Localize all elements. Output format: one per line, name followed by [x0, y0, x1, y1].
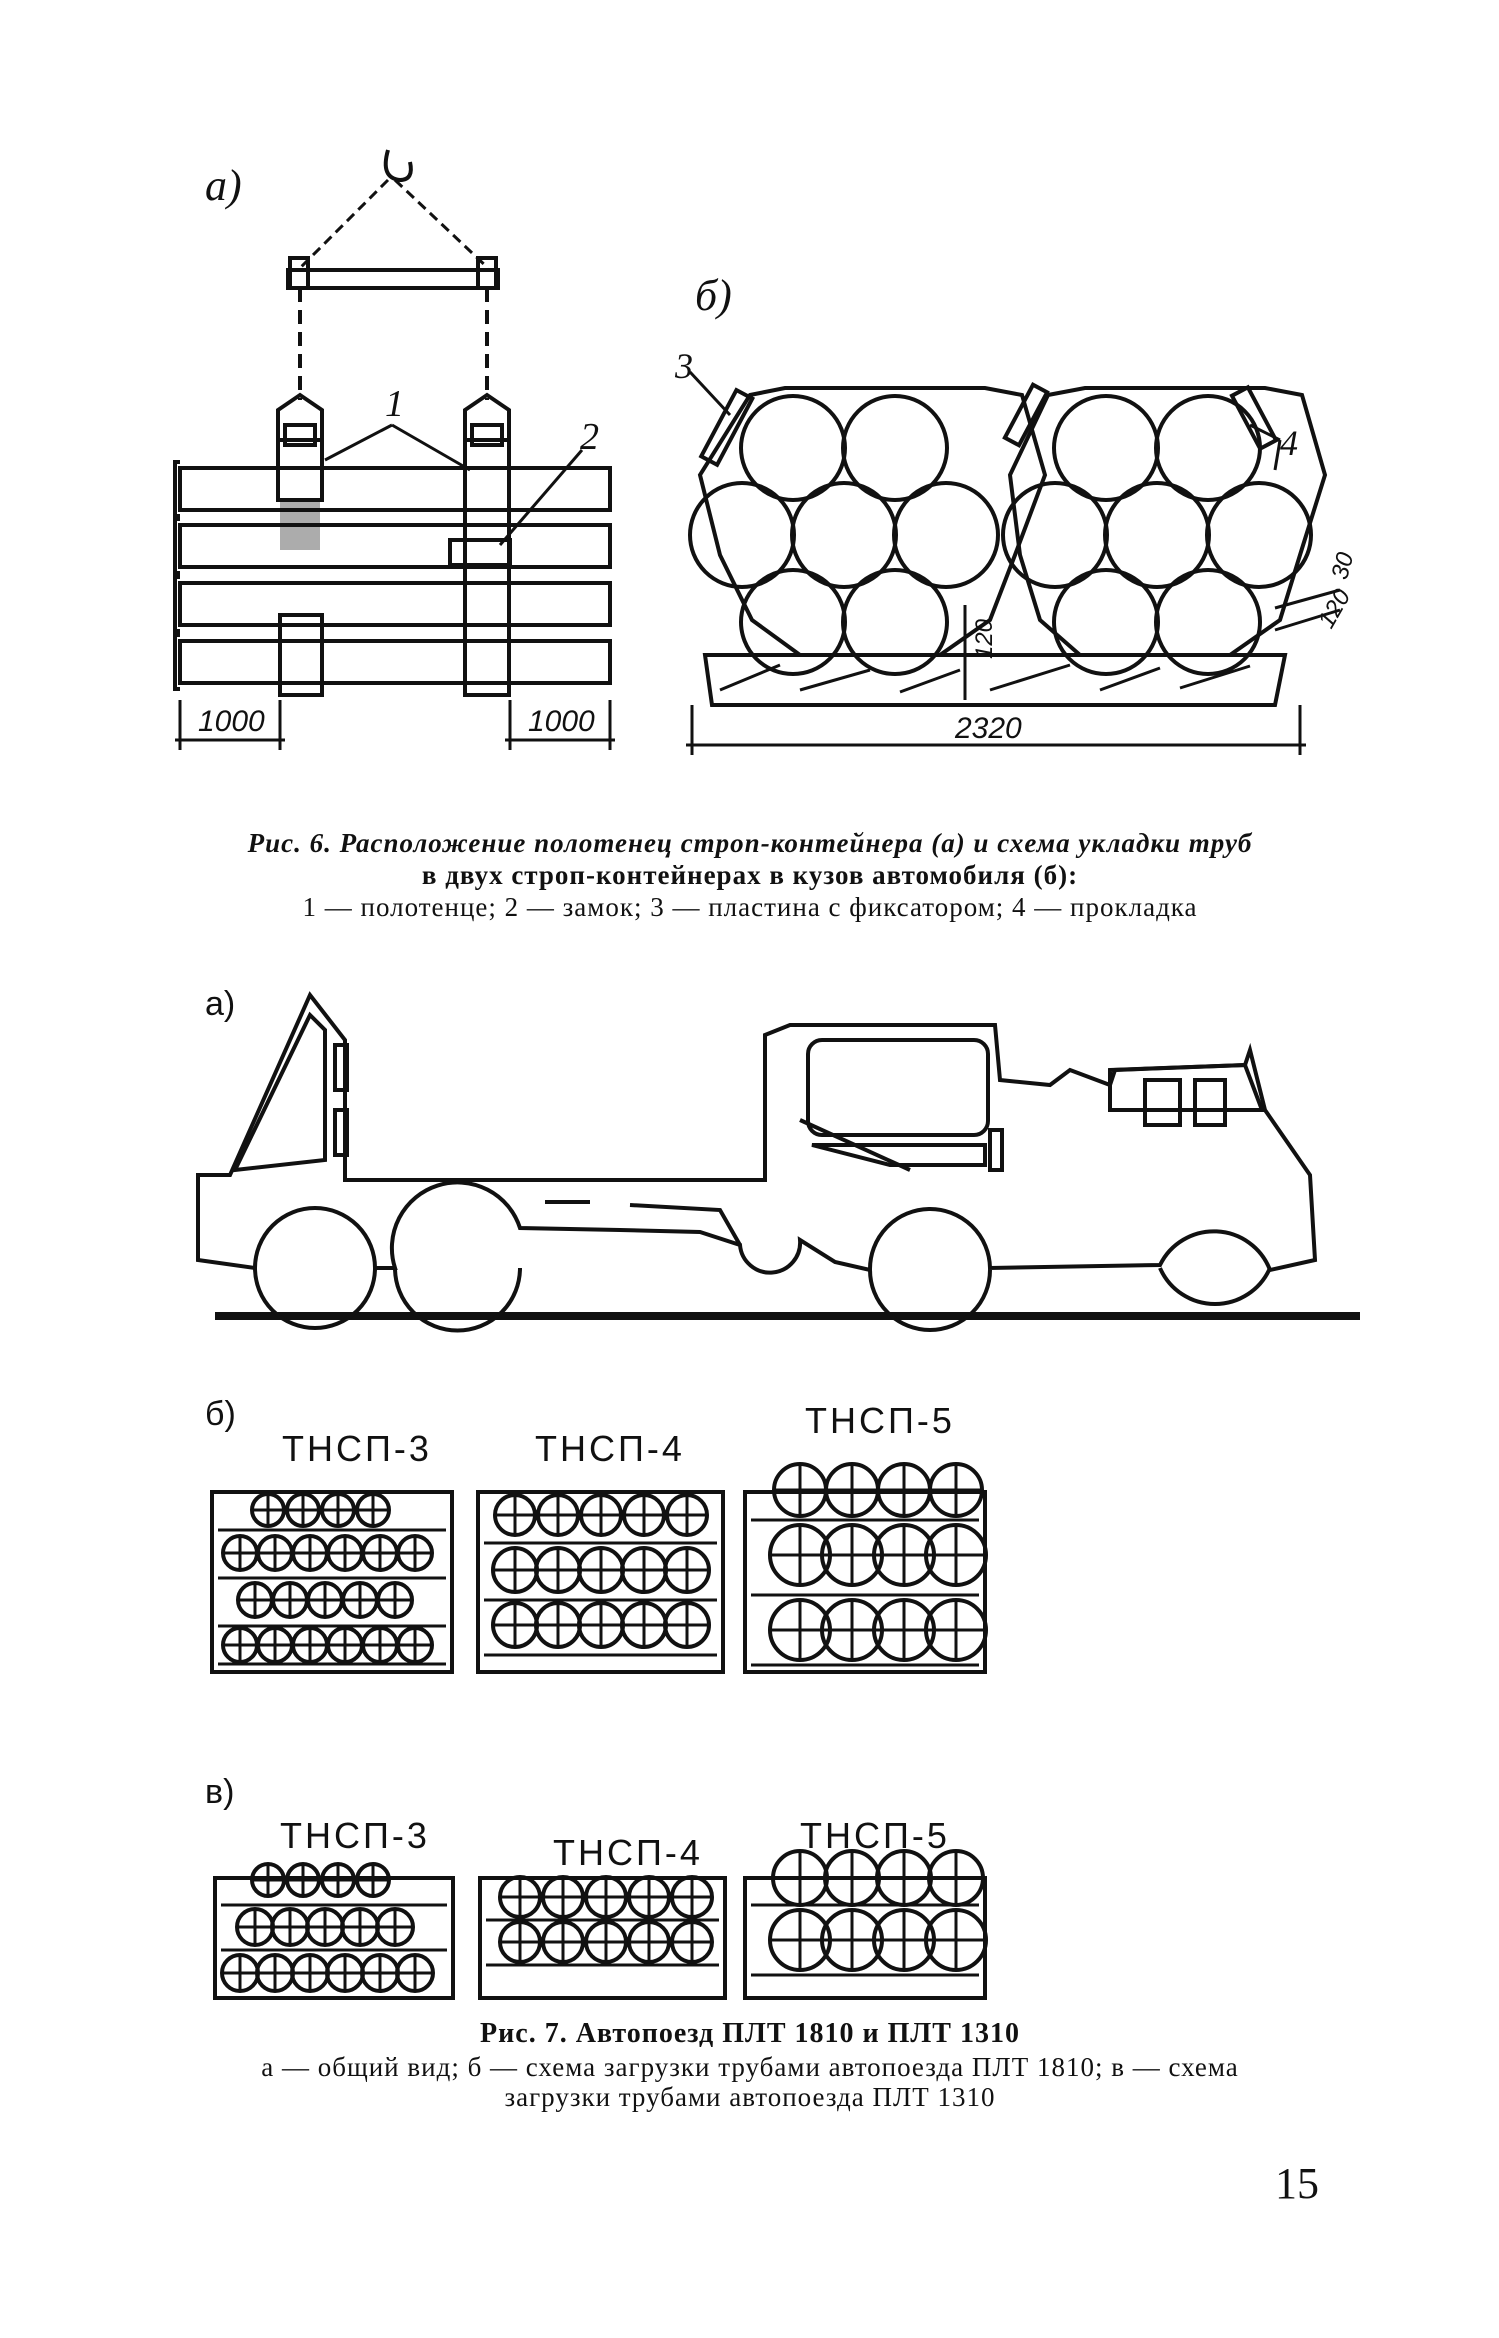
rack-v-tnsp5: [743, 1849, 988, 2000]
fig7-caption-line1: а — общий вид; б — схема загрузки трубам…: [261, 2052, 1239, 2082]
fig7-label-b: б): [205, 1395, 236, 1433]
fig6a-dim-left: 1000: [198, 705, 265, 738]
fig6a-callout-1: 1: [385, 383, 404, 425]
page-number: 15: [1275, 2159, 1319, 2208]
fig6-label-a: a): [205, 161, 242, 210]
fig6-legend: 1 — полотенце; 2 — замок; 3 — пластина с…: [302, 892, 1198, 922]
rack-b-tnsp3: [210, 1490, 454, 1674]
fig6-caption-line2: в двух строп-контейнерах в кузов автомоб…: [421, 860, 1079, 890]
fig6a-callout-2: 2: [580, 416, 599, 458]
fig6-caption-line1: Рис. 6. Расположение полотенец строп-кон…: [247, 828, 1253, 858]
rack-v-tnsp3: [213, 1862, 455, 2000]
fig7-caption-line2: загрузки трубами автопоезда ПЛТ 1310: [504, 2082, 996, 2112]
fig7b-label-tnsp5: ТНСП-5: [805, 1400, 955, 1441]
fig6b-dim-total: 2320: [955, 712, 1022, 745]
fig7v-label-tnsp3: ТНСП-3: [280, 1815, 430, 1856]
fig7-caption-title: Рис. 7. Автопоезд ПЛТ 1810 и ПЛТ 1310: [480, 2018, 1020, 2049]
fig6a-dim-right: 1000: [528, 705, 595, 738]
fig6b-callout-3: 3: [675, 346, 693, 386]
rack-b-tnsp4: [476, 1490, 725, 1674]
fig7v-label-tnsp5: ТНСП-5: [800, 1815, 950, 1856]
fig6b-callout-4: 4: [1280, 423, 1298, 463]
fig7b-label-tnsp3: ТНСП-3: [282, 1428, 432, 1469]
fig7b-label-tnsp4: ТНСП-4: [535, 1428, 685, 1469]
rack-v-tnsp4: [478, 1875, 727, 2000]
fig6-label-b: б): [695, 271, 732, 320]
fig7-label-a: а): [205, 985, 236, 1023]
fig7v-label-tnsp4: ТНСП-4: [553, 1832, 703, 1873]
rack-b-tnsp5: [743, 1462, 988, 1674]
fig7-label-v: в): [205, 1773, 235, 1811]
